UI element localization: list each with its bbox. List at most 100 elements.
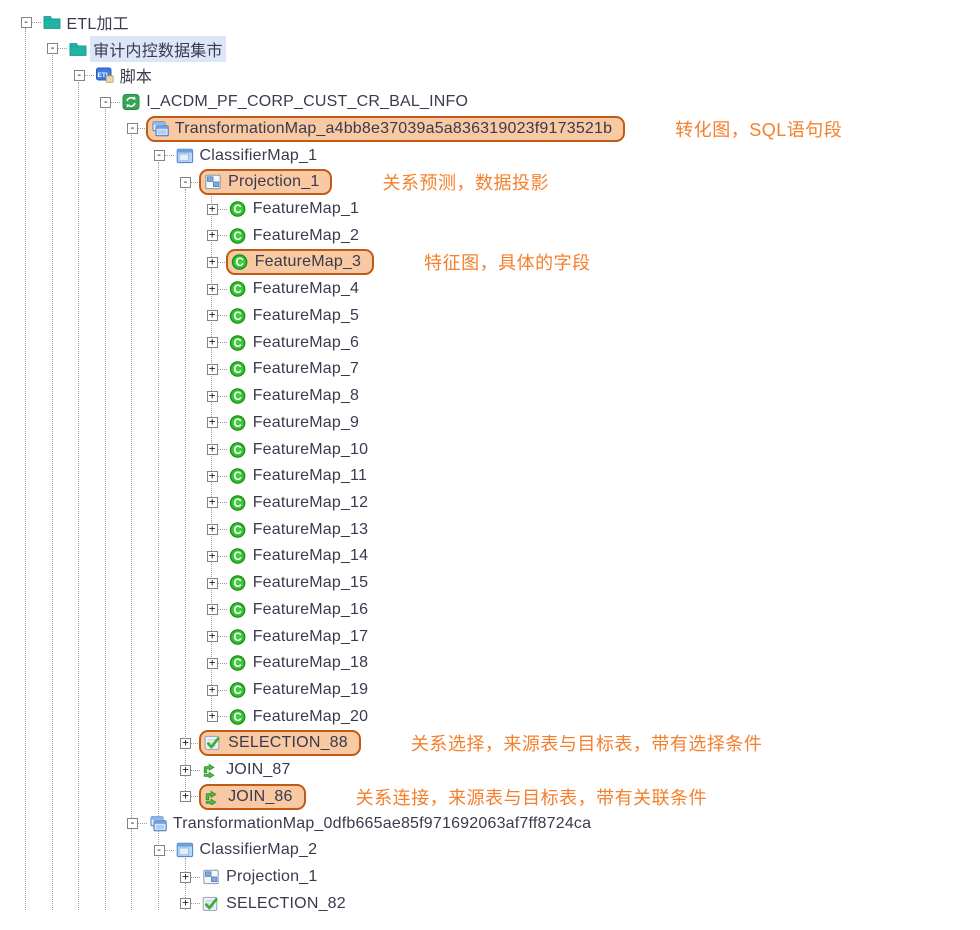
tree-node[interactable]: - ClassifierMap_2 xyxy=(0,837,980,864)
tree-node[interactable]: - 审计内控数据集市 xyxy=(0,35,980,62)
tree-node-label[interactable]: FeatureMap_9 xyxy=(252,413,360,431)
tree-node-label[interactable]: FeatureMap_1 xyxy=(252,200,360,218)
tree-node-label[interactable]: JOIN_87 xyxy=(226,761,291,779)
tree-node-label[interactable]: TransformationMap_a4bb8e37039a5a83631902… xyxy=(174,119,613,137)
tree-node[interactable]: - ClassifierMap_1 xyxy=(0,142,980,169)
tree-node-label[interactable]: Projection_1 xyxy=(228,173,320,191)
tree-node[interactable]: + Projection_1 xyxy=(0,864,980,891)
expand-toggle[interactable]: + xyxy=(206,283,218,295)
tree-node-label[interactable]: FeatureMap_18 xyxy=(252,654,369,672)
collapse-toggle[interactable]: - xyxy=(153,149,165,162)
tree-node-label[interactable]: FeatureMap_10 xyxy=(252,440,369,458)
tree-node-label[interactable]: FeatureMap_12 xyxy=(252,493,369,511)
tree-node-label[interactable]: FeatureMap_20 xyxy=(252,707,369,725)
expand-toggle[interactable]: + xyxy=(206,256,218,268)
expand-toggle[interactable]: + xyxy=(180,871,192,883)
tree-node-label[interactable]: FeatureMap_2 xyxy=(252,226,360,244)
tree-node-label[interactable]: FeatureMap_5 xyxy=(252,306,360,324)
collapse-toggle[interactable]: - xyxy=(126,122,138,135)
expand-toggle[interactable]: + xyxy=(206,363,218,375)
expand-toggle[interactable]: + xyxy=(180,764,192,776)
tree-node-label[interactable]: FeatureMap_8 xyxy=(252,387,360,405)
collapse-toggle[interactable]: - xyxy=(180,176,192,188)
expand-toggle[interactable]: + xyxy=(206,203,218,215)
expand-toggle[interactable]: + xyxy=(206,550,218,562)
tree-node-label[interactable]: ClassifierMap_2 xyxy=(199,841,318,859)
tree-node-label[interactable]: JOIN_86 xyxy=(228,787,293,805)
tree-node-label[interactable]: FeatureMap_15 xyxy=(252,574,369,592)
tree-node[interactable]: + SELECTION_82 xyxy=(0,890,980,917)
tree-node[interactable]: - ETL加工 xyxy=(0,9,980,36)
tree-node[interactable]: - TransformationMap_a4bb8e37039a5a8363190… xyxy=(0,115,980,142)
tree-node-label[interactable]: FeatureMap_14 xyxy=(252,547,369,565)
expand-toggle[interactable]: + xyxy=(206,229,218,242)
collapse-toggle[interactable]: - xyxy=(126,817,138,830)
expand-toggle[interactable]: + xyxy=(206,603,218,616)
expand-toggle[interactable]: + xyxy=(206,523,218,536)
expand-toggle[interactable]: + xyxy=(180,790,192,803)
expand-toggle[interactable]: + xyxy=(206,443,218,456)
tree-node-label[interactable]: TransformationMap_0dfb665ae85f971692063a… xyxy=(172,814,592,832)
expand-toggle[interactable]: + xyxy=(206,577,218,589)
expand-toggle[interactable]: + xyxy=(206,336,218,349)
tree-node[interactable]: + JOIN_87 xyxy=(0,757,980,784)
tree-node-label[interactable]: Projection_1 xyxy=(226,868,318,886)
tree-node-label[interactable]: FeatureMap_3 xyxy=(254,253,362,271)
tree-node-label[interactable]: FeatureMap_11 xyxy=(252,467,368,485)
expand-toggle[interactable]: + xyxy=(206,684,218,696)
collapse-toggle[interactable]: - xyxy=(100,96,112,108)
expand-toggle[interactable]: + xyxy=(206,416,218,429)
tree-node-label[interactable]: SELECTION_82 xyxy=(226,894,346,912)
tree-node-label[interactable]: FeatureMap_19 xyxy=(252,681,369,698)
collapse-toggle[interactable]: - xyxy=(153,844,165,856)
tree-node[interactable]: - I_ACDM_PF_CORP_CUST_CR_BAL_INFO xyxy=(0,89,980,116)
tree-node-label[interactable]: 脚本 xyxy=(119,69,153,87)
tree-node-label[interactable]: ClassifierMap_1 xyxy=(199,146,318,164)
expand-toggle[interactable]: + xyxy=(206,496,218,509)
tree-node-label[interactable]: 审计内控数据集市 xyxy=(90,35,226,62)
tree-node-label[interactable]: I_ACDM_PF_CORP_CUST_CR_BAL_INFO xyxy=(146,93,469,111)
expand-toggle[interactable]: + xyxy=(206,309,218,322)
tree-node-label[interactable]: ETL加工 xyxy=(66,16,129,33)
expand-toggle[interactable]: + xyxy=(206,630,218,643)
tree-node-label[interactable]: FeatureMap_7 xyxy=(252,360,360,378)
collapse-toggle[interactable]: - xyxy=(73,69,85,81)
expand-toggle[interactable]: + xyxy=(180,897,192,910)
tree-node-label[interactable]: FeatureMap_16 xyxy=(252,600,369,618)
expand-toggle[interactable]: + xyxy=(206,470,218,482)
expand-toggle[interactable]: + xyxy=(206,657,218,669)
expand-toggle[interactable]: + xyxy=(206,710,218,723)
expand-toggle[interactable]: + xyxy=(206,390,218,402)
tree-node-label[interactable]: SELECTION_88 xyxy=(228,734,348,752)
collapse-toggle[interactable]: - xyxy=(20,16,32,28)
tree-node-label[interactable]: FeatureMap_17 xyxy=(252,627,369,645)
tree-node-label[interactable]: FeatureMap_6 xyxy=(252,333,360,351)
tree-node-label[interactable]: FeatureMap_13 xyxy=(252,520,369,538)
expand-toggle[interactable]: + xyxy=(180,737,192,749)
tree-node-label[interactable]: FeatureMap_4 xyxy=(252,280,360,298)
collapse-toggle[interactable]: - xyxy=(47,42,59,55)
